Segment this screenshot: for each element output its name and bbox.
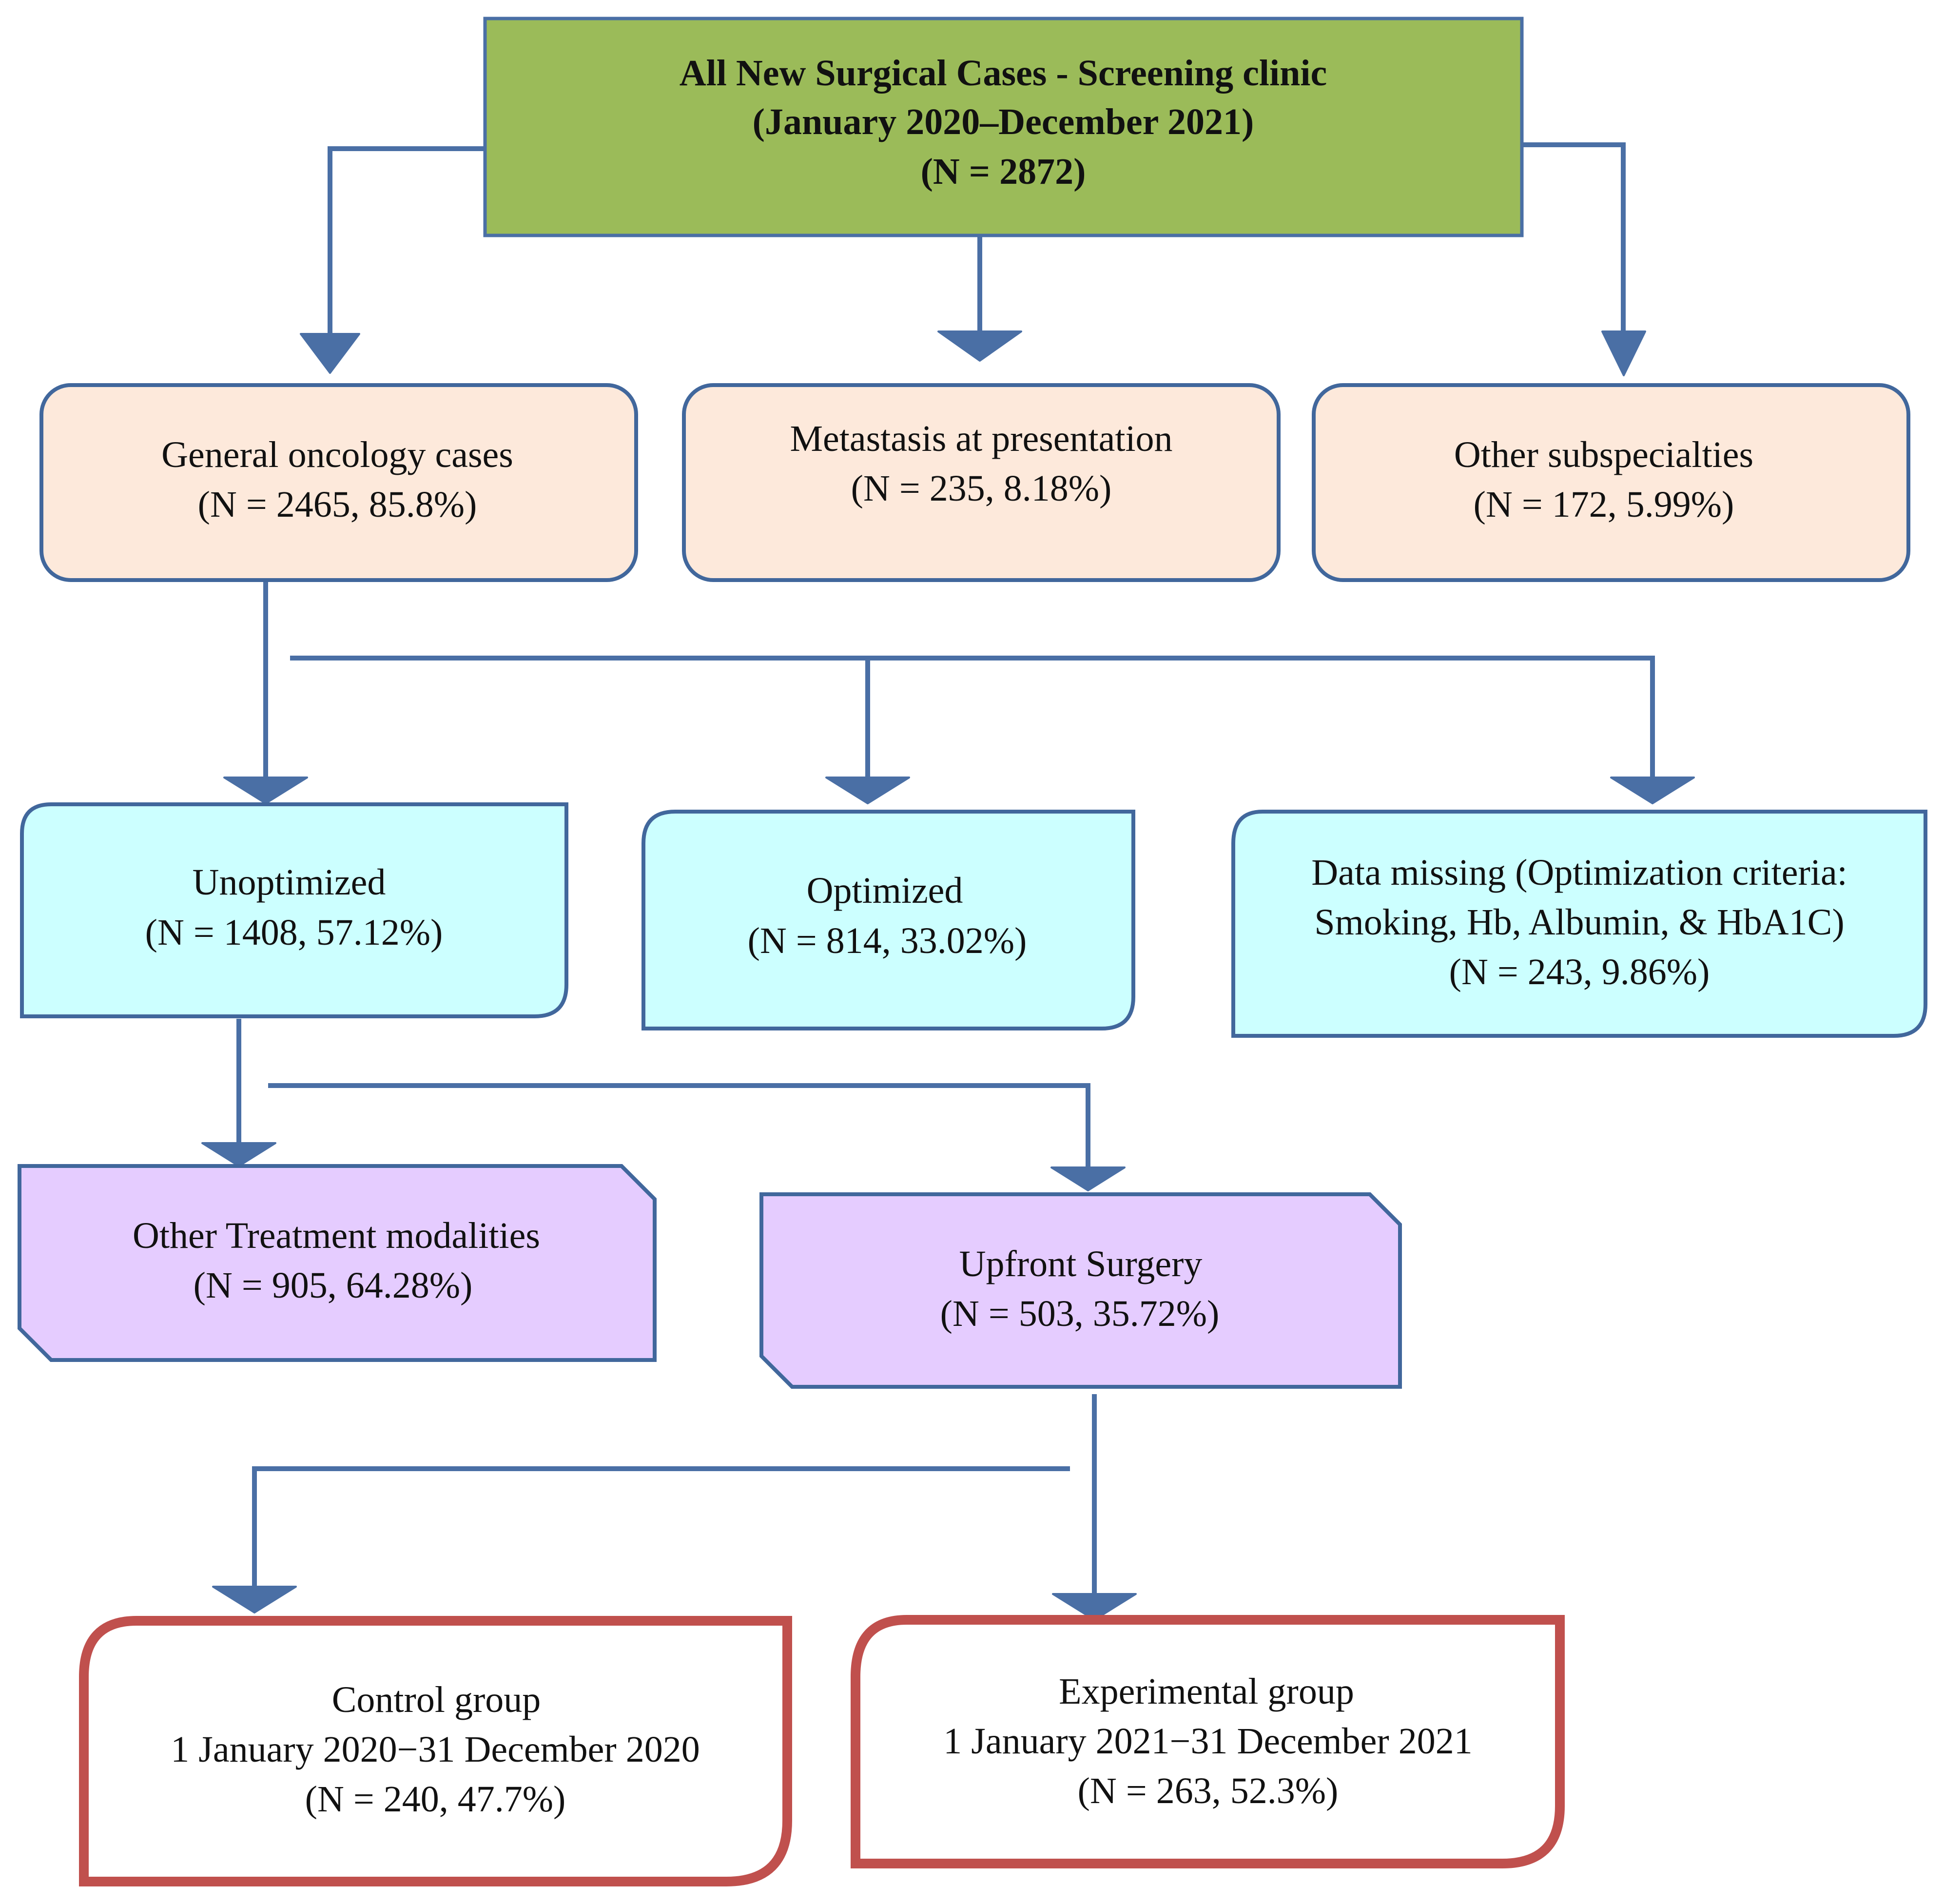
control-line2: 1 January 2020−31 December 2020	[171, 1729, 700, 1770]
root-line3: (N = 2872)	[921, 151, 1086, 192]
optimized-line2: (N = 814, 33.02%)	[748, 920, 1027, 961]
other-sub-line2: (N = 172, 5.99%)	[1474, 484, 1734, 525]
unoptimized-line1: Unoptimized	[193, 862, 386, 903]
other-treat-line1: Other Treatment modalities	[133, 1215, 540, 1256]
box-general-oncology: General oncology cases (N = 2465, 85.8%)	[39, 383, 638, 582]
upfront-line2: (N = 503, 35.72%)	[940, 1293, 1220, 1334]
connector-bar-level3	[268, 1083, 1090, 1170]
root-line1: All New Surgical Cases - Screening clini…	[680, 53, 1327, 94]
connector-bar-level2	[290, 656, 1655, 777]
arrowhead-unoptimized	[223, 777, 308, 804]
box-unoptimized: Unoptimized (N = 1408, 57.12%)	[20, 802, 568, 1018]
box-other-treatment: Other Treatment modalities (N = 905, 64.…	[18, 1164, 657, 1362]
box-control-group: Control group 1 January 2020−31 December…	[79, 1616, 792, 1886]
other-treat-line2: (N = 905, 64.28%)	[194, 1265, 473, 1306]
box-metastasis: Metastasis at presentation (N = 235, 8.1…	[682, 383, 1281, 582]
arrowhead-metastasis	[937, 330, 1022, 362]
general-line1: General oncology cases	[161, 434, 513, 475]
connectors	[236, 142, 1655, 1594]
box-experimental-group: Experimental group 1 January 2021−31 Dec…	[851, 1615, 1565, 1868]
control-line3: (N = 240, 47.7%)	[305, 1779, 566, 1820]
arrowhead-optimized	[825, 777, 910, 804]
unoptimized-line2: (N = 1408, 57.12%)	[145, 912, 443, 953]
box-other-subspecialties: Other subspecialties (N = 172, 5.99%)	[1312, 383, 1910, 582]
metastasis-line1: Metastasis at presentation	[790, 418, 1172, 459]
arrowhead-general	[300, 333, 360, 374]
connector-root-to-general	[328, 146, 485, 335]
box-optimized: Optimized (N = 814, 33.02%)	[642, 810, 1135, 1030]
root-line2: (January 2020–December 2021)	[753, 101, 1254, 142]
experimental-line1: Experimental group	[1059, 1671, 1354, 1712]
experimental-line2: 1 January 2021−31 December 2021	[943, 1721, 1472, 1762]
arrowhead-control	[212, 1586, 297, 1613]
connector-root-to-other-sub	[1522, 142, 1626, 341]
experimental-line3: (N = 263, 52.3%)	[1078, 1770, 1339, 1811]
arrowhead-missing	[1610, 777, 1695, 804]
missing-line2: Smoking, Hb, Albumin, & HbA1C)	[1314, 902, 1844, 943]
arrowhead-other-treat	[201, 1142, 276, 1167]
missing-line1: Data missing (Optimization criteria:	[1311, 852, 1847, 893]
arrowhead-upfront	[1050, 1166, 1126, 1191]
metastasis-line2: (N = 235, 8.18%)	[851, 468, 1112, 509]
connector-bar-level4	[252, 1466, 1070, 1587]
other-sub-line1: Other subspecialties	[1454, 434, 1753, 475]
box-root: All New Surgical Cases - Screening clini…	[483, 17, 1524, 237]
optimized-line1: Optimized	[807, 870, 963, 911]
general-line2: (N = 2465, 85.8%)	[198, 484, 477, 525]
upfront-line1: Upfront Surgery	[959, 1243, 1203, 1284]
arrowhead-experimental	[1052, 1593, 1137, 1621]
box-data-missing: Data missing (Optimization criteria: Smo…	[1231, 810, 1927, 1038]
arrowhead-other-sub	[1601, 330, 1646, 376]
arrowheads	[201, 330, 1695, 1621]
missing-line3: (N = 243, 9.86%)	[1449, 952, 1710, 992]
control-line1: Control group	[332, 1679, 541, 1720]
box-upfront-surgery: Upfront Surgery (N = 503, 35.72%)	[759, 1192, 1402, 1389]
